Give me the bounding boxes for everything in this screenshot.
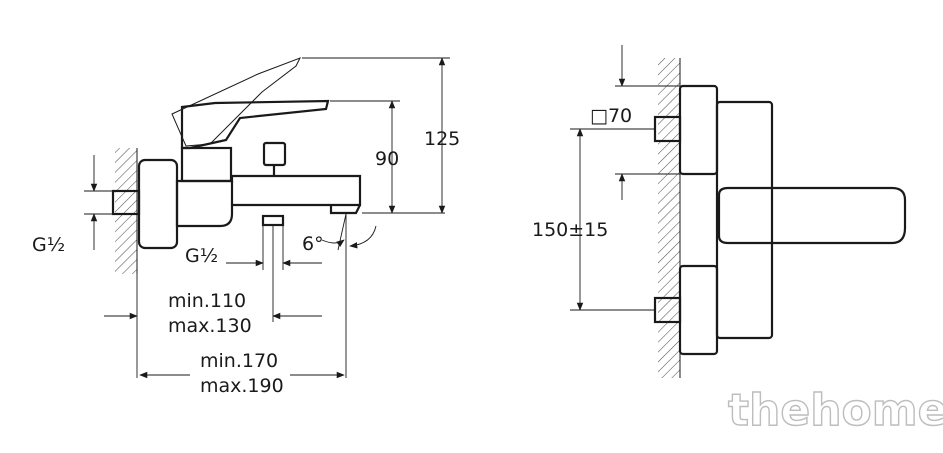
front-wall-hatch (658, 58, 680, 378)
lever-handle (180, 99, 330, 150)
label-depth-long-max: max.190 (200, 375, 284, 397)
side-wall-hatch (115, 148, 137, 274)
lever-raised-outline (171, 57, 302, 147)
front-lever (717, 186, 907, 245)
label-center-distance: 150±15 (532, 219, 608, 241)
dim-angle (321, 239, 345, 247)
label-thread-bottom: G½ (185, 245, 218, 267)
top-flange (678, 84, 719, 176)
outlet-connector (261, 214, 285, 227)
label-height-125: 125 (424, 128, 460, 150)
cartridge-neck (180, 146, 233, 183)
spout-tip (329, 204, 361, 215)
label-depth-short-max: max.130 (168, 315, 252, 337)
side-view: G½ G½ 6° 90 125 min.110 max.130 min.170 (32, 57, 460, 397)
watermark-logo: thehome (728, 385, 943, 436)
label-height-90: 90 (375, 148, 399, 170)
wall-flange (137, 158, 179, 250)
diverter-knob (262, 141, 287, 167)
label-depth-long-min: min.170 (200, 350, 278, 372)
front-body (715, 100, 774, 340)
label-depth-short-min: min.110 (168, 290, 246, 312)
bottom-flange (678, 264, 719, 356)
label-thread-left: G½ (32, 234, 65, 256)
label-square: □70 (590, 105, 632, 127)
label-angle: 6° (302, 233, 324, 255)
front-view: □70 150±15 (532, 45, 907, 378)
mixer-body (175, 174, 362, 228)
